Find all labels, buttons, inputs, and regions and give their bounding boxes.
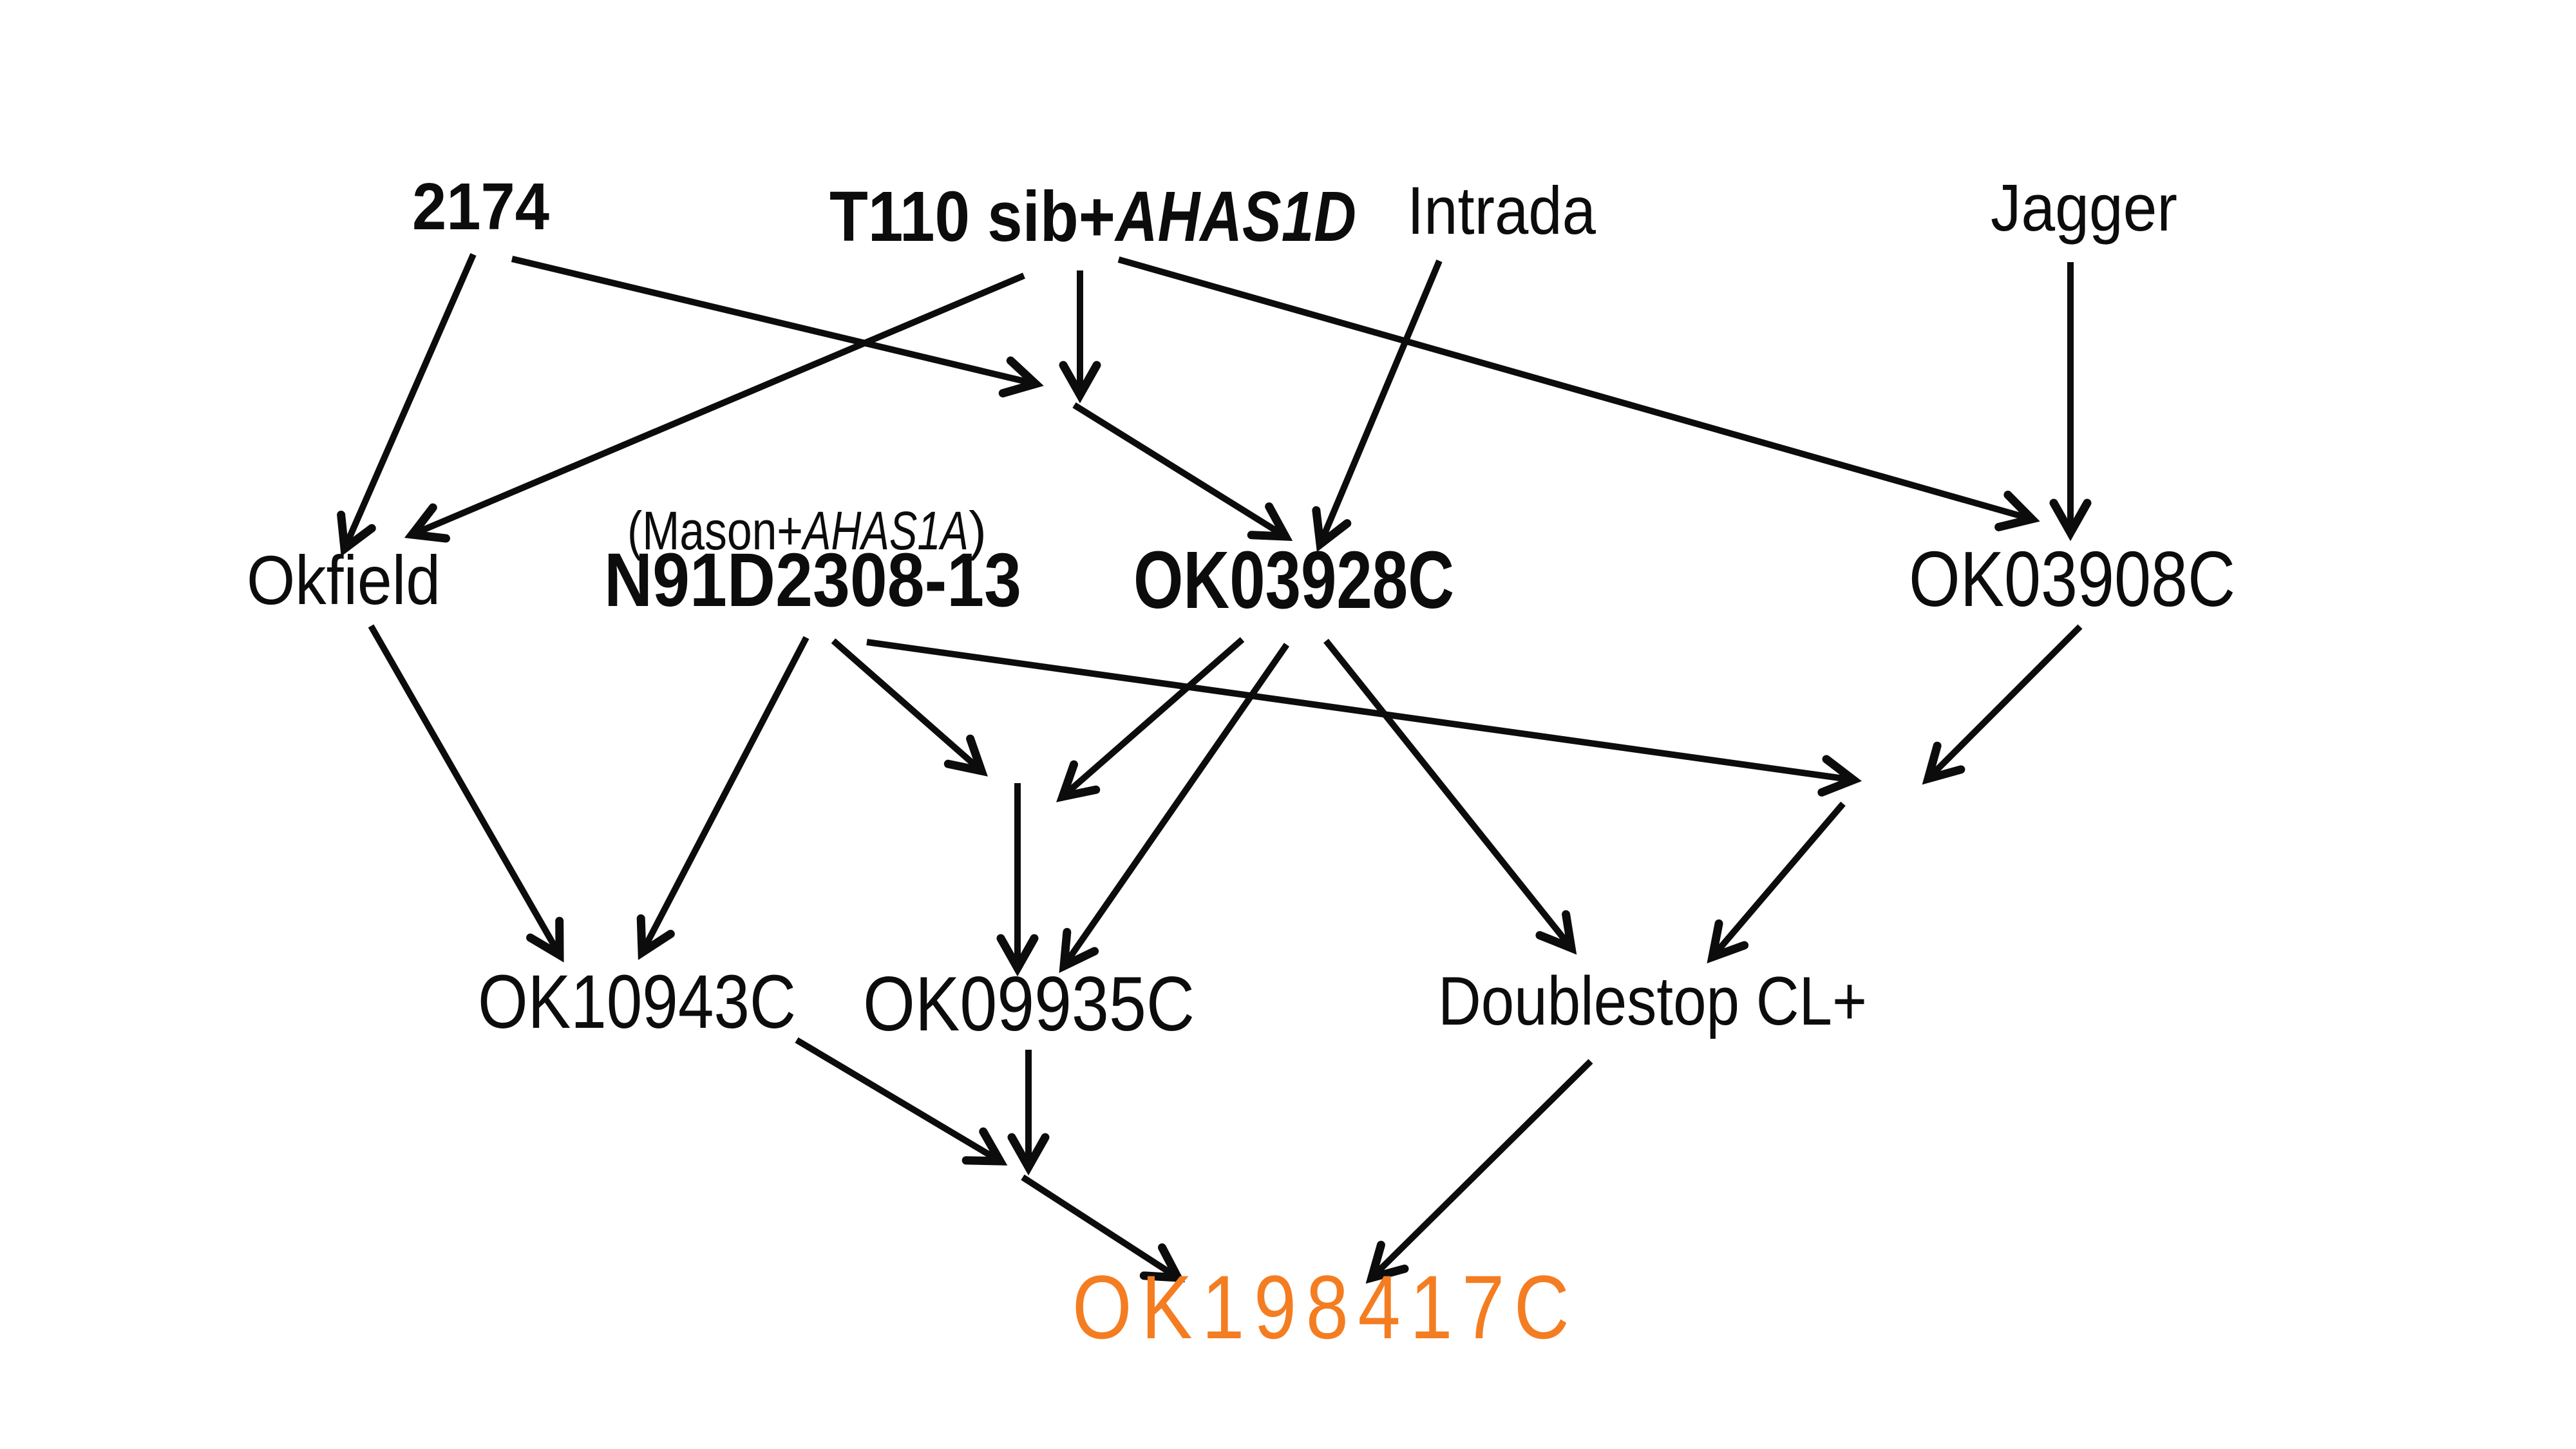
svg-text:OK03928C: OK03928C: [1133, 535, 1454, 625]
svg-text:(Mason+: (Mason+: [627, 500, 803, 561]
svg-text:N91D2308-13: N91D2308-13: [604, 538, 1021, 623]
svg-text:Jagger: Jagger: [1991, 171, 2177, 245]
svg-text:): ): [969, 500, 987, 561]
svg-text:T110 sib+: T110 sib+: [829, 177, 1115, 256]
svg-text:AHAS1D: AHAS1D: [1114, 177, 1356, 256]
svg-text:OK198417C: OK198417C: [1072, 1256, 1569, 1358]
svg-text:OK10943C: OK10943C: [478, 960, 796, 1045]
svg-text:Doublestop CL+: Doublestop CL+: [1438, 962, 1867, 1039]
svg-text:Okfield: Okfield: [247, 541, 440, 619]
svg-text:2174: 2174: [412, 169, 549, 243]
svg-text:OK09935C: OK09935C: [863, 961, 1195, 1047]
svg-text:Intrada: Intrada: [1407, 173, 1596, 249]
svg-text:OK03908C: OK03908C: [1909, 535, 2235, 623]
svg-text:AHAS1A: AHAS1A: [800, 500, 969, 561]
